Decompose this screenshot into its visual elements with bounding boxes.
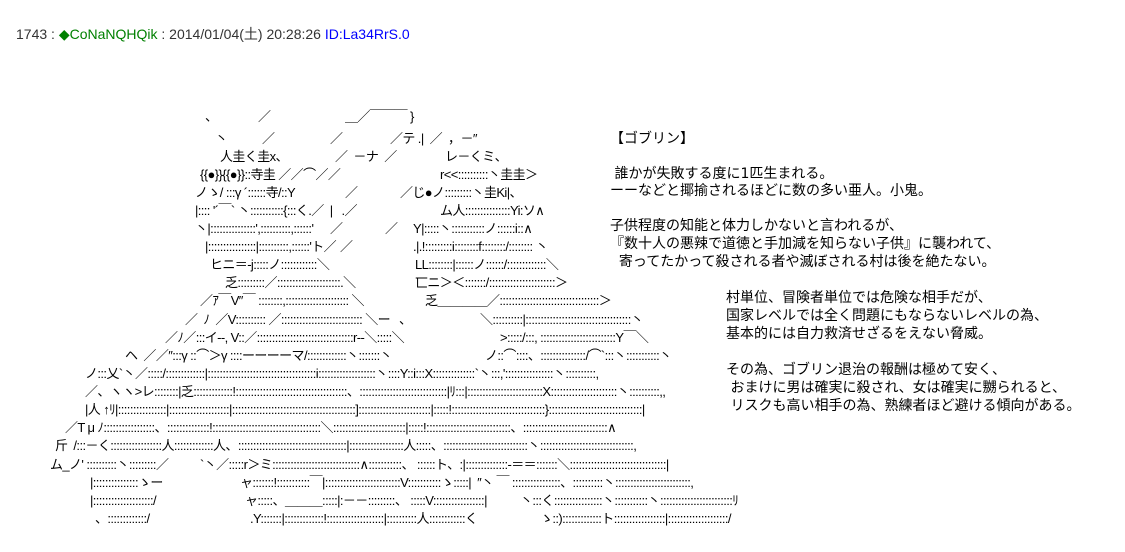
text-line: おまけに男は確実に殺され、女は確実に嬲られると、 bbox=[726, 380, 1067, 397]
aa-line: ／ bbox=[340, 239, 353, 254]
aa-line: 、:::::::::::::/ bbox=[95, 511, 150, 526]
aa-line: `丶／:::::r＞ミ:::::::::::::::::::::::::::::… bbox=[200, 457, 669, 472]
aa-line: ヘ ／／″:::γ ::⌒＞γ ::::ーーーーマ/:::::::::::::丶… bbox=[125, 348, 393, 363]
aa-line: ノゝ/ :::γ ´::::::寺/::Y bbox=[195, 185, 296, 200]
aa-line: {{●}}{{●}}::寺圭 ／／⌒／／ bbox=[200, 167, 341, 182]
text-line: 基本的には自力救済せざるをえない脅威。 bbox=[726, 326, 992, 343]
aa-line: |::::::::::::::::::::/ bbox=[90, 493, 157, 508]
separator: : bbox=[157, 26, 170, 42]
poster-name: ◆CoNaNQHQik bbox=[58, 26, 158, 42]
text-line: 『数十人の悪辣で道徳と手加減を知らない子供』に襲われて、 bbox=[610, 236, 1001, 253]
aa-line: ／T μ ﾉ:::::::::::::::::、::::::::::::::!:… bbox=[65, 420, 617, 435]
aa-line: ヒニ＝-j:::::ノ::::::::::::＼ bbox=[210, 257, 330, 272]
aa-line: ／ bbox=[330, 221, 343, 236]
aa-line: 丶|:::::::::::::::',::::::::::,::::::' bbox=[195, 221, 314, 236]
text-line: 寄ってたかって殺される者や滅ぼされる村は後を絶たない。 bbox=[610, 254, 996, 271]
aa-line: >:::::/:::, :::::::::::::::::::::::::Y￣＼ bbox=[500, 330, 649, 345]
aa-line: |:::: '´￣` 丶:::::::::::{:::く.／ | .／ bbox=[195, 203, 358, 218]
aa-line: ／ﾉ／:::イ--, V::／:::::::::::::::::::::::::… bbox=[165, 330, 405, 345]
aa-line: ／じ●ノ:::::::::丶圭Ki|、 bbox=[400, 185, 523, 200]
poster-id[interactable]: ID:La34RrS.0 bbox=[324, 26, 410, 42]
text-line: 誰かが失敗する度に1匹生まれる。 bbox=[610, 166, 834, 183]
aa-line: レ－くミ、 bbox=[445, 149, 508, 164]
aa-line: 丶 bbox=[215, 131, 228, 146]
aa-line: ノ::⌒::::、:::::::::::::::/⌒`:::丶:::::::::… bbox=[485, 348, 672, 363]
aa-line: .|.!:::::::::i::::::::f::::::::/::::::::… bbox=[413, 239, 549, 254]
aa-line: ャ:::::、＿＿＿:::::|:－－:::::::::、 :::::V::::… bbox=[245, 493, 487, 508]
aa-line: ／ bbox=[330, 131, 343, 146]
text-line: 子供程度の知能と体力しかないと言われるが、 bbox=[610, 218, 904, 235]
text-line: 村単位、冒険者単位では危険な相手だが、 bbox=[726, 290, 992, 307]
aa-line: ／ bbox=[385, 221, 398, 236]
aa-line: ／ bbox=[258, 109, 271, 124]
aa-line: 斤 /:::－く:::::::::::::::::人:::::::::::::人… bbox=[55, 438, 637, 453]
aa-line: ム人:::::::::::::::Yi:ソ∧ bbox=[440, 203, 545, 218]
aa-line: .Y:::::::|:::::::::::::!::::::::::::::::… bbox=[250, 511, 478, 526]
aa-line: ャ:::::::!:::::::::::￣|::::::::::::::::::… bbox=[240, 475, 694, 490]
aa-line: ／ｱ￣V″￣ ::::::::,::::::::::::::::::::: ＼ bbox=[200, 293, 365, 308]
text-line: 国家レベルでは全く問題にもならないレベルの為、 bbox=[726, 308, 1048, 325]
aa-line: |人 ↑ﾘ|::::::::::::::::|:::::::::::::::::… bbox=[85, 402, 645, 417]
aa-line: ム_ノ' ::::::::::丶:::::::::／ bbox=[50, 457, 169, 472]
aa-line: ／ bbox=[262, 131, 275, 146]
aa-line: 人圭く圭x、 bbox=[220, 149, 289, 164]
separator: : bbox=[47, 26, 59, 42]
aa-line: 丶:::く::::::::::::::::丶:::::::::::丶::::::… bbox=[520, 493, 739, 508]
aa-line: LL::::::::|::::::ノ::::::/:::::::::::::＼ bbox=[415, 257, 559, 272]
aa-line: ／ －ナ ／ bbox=[335, 149, 397, 164]
post-number[interactable]: 1743 bbox=[16, 26, 48, 42]
aa-line: ／、ヽヽ>レ::::::::|乏:::::::::::::!::::::::::… bbox=[85, 384, 666, 399]
text-line: リスクも高い相手の為、熟練者ほど避ける傾向がある。 bbox=[726, 398, 1081, 415]
aa-line: ／ ﾉ ／V:::::::::: ／::::::::::::::::::::::… bbox=[185, 312, 412, 327]
aa-line: 乏:::::::::／:::::::::::::::::::::.＼ bbox=[225, 275, 356, 290]
post-header: 1743 : ◆CoNaNQHQik : 2014/01/04(土) 20:28… bbox=[16, 24, 410, 44]
aa-line: r<<::::::::::丶圭圭＞ bbox=[440, 167, 538, 182]
aa-line: ゝ::):::::::::::::ト:::::::::::::::::|::::… bbox=[540, 511, 732, 526]
text-line: その為、ゴブリン退治の報酬は極めて安く、 bbox=[726, 362, 1006, 379]
section-title: 【ゴブリン】 bbox=[610, 131, 694, 148]
text-line: ーーなどと揶揄されるほどに数の多い亜人。小鬼。 bbox=[610, 183, 932, 200]
aa-line: 、 bbox=[205, 109, 218, 124]
post-date: 2014/01/04(土) 20:28:26 bbox=[169, 26, 325, 42]
aa-line: ／テ .| ／ ，－″ bbox=[390, 131, 477, 146]
aa-line: ／ bbox=[345, 185, 358, 200]
aa-line: Y|:::::丶:::::::::::ノ::::::i::∧ bbox=[413, 221, 533, 236]
aa-line: 乏＿＿＿＿／:::::::::::::::::::::::::::::::::＞ bbox=[425, 293, 612, 308]
aa-line: |:::::::::::::::ゝー bbox=[90, 475, 163, 490]
aa-line: ノ:::乂`丶／:::::/:::::::::::::|::::::::::::… bbox=[85, 366, 599, 381]
aa-line: 匸ニ＞＜:::::::/::::::::::::::::::::::＞ bbox=[415, 275, 568, 290]
aa-line: ＼::::::::::|::::::::::::::::::::::::::::… bbox=[480, 312, 644, 327]
aa-line: ＿／￣￣￣ } bbox=[345, 109, 414, 124]
aa-line: |::::::::::::::::|::::::::::,::::::'ト／ bbox=[205, 239, 337, 254]
